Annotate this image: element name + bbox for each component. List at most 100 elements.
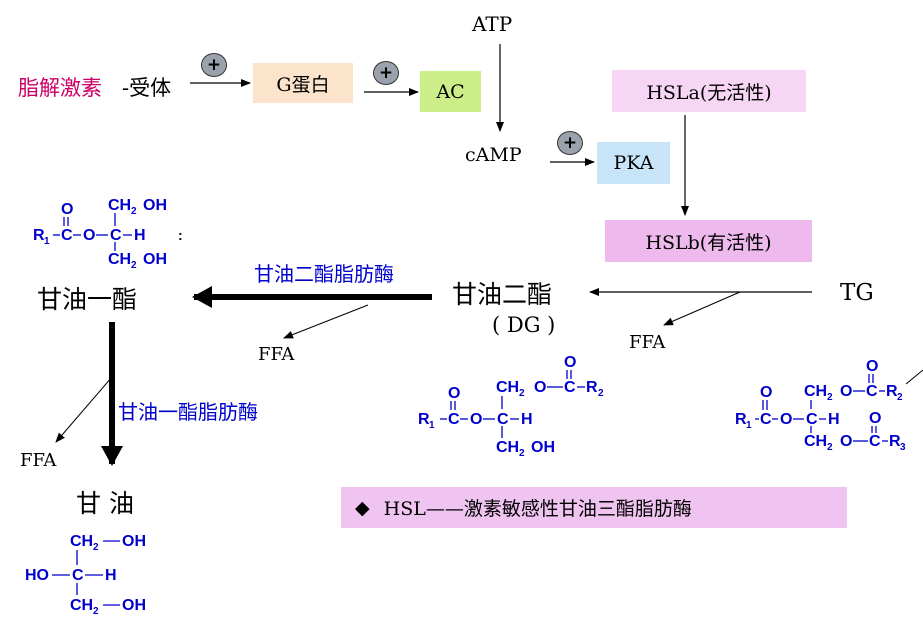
arrow-dg-to-ffa <box>283 304 369 339</box>
pka-label: PKA <box>613 152 654 174</box>
dg-eo1: O <box>470 411 482 428</box>
tg-central-c: C <box>806 411 818 428</box>
hsla-label: HSLa(无活性) <box>646 81 772 104</box>
gl-ch2-bottom-sub: 2 <box>93 606 99 617</box>
mg-ch2-top-sub: 2 <box>131 206 137 217</box>
tg-r2-sub: 2 <box>897 392 903 403</box>
dg-o1: O <box>448 385 460 402</box>
gl-ch2-top-sub: 2 <box>93 542 99 553</box>
dg-label: 甘油二酯 <box>452 280 553 309</box>
dg-c2: C <box>564 379 576 396</box>
gl-central-h: H <box>105 567 117 584</box>
dg-r1: R <box>418 411 430 428</box>
hslb-box: HSLb(有活性) <box>605 220 812 262</box>
dg-central-c: C <box>497 411 509 428</box>
dg-eo2: O <box>534 379 546 396</box>
tg-r2: R <box>886 383 898 400</box>
g-protein-box: G蛋白 <box>253 63 353 103</box>
tg-ch2-bottom: CH <box>804 433 827 450</box>
tg-o3: O <box>869 410 881 427</box>
plus-badge-1: + <box>201 53 227 77</box>
dg-r1-sub: 1 <box>429 420 435 431</box>
dg-r2-sub: 2 <box>598 388 604 399</box>
ffa-label-mg: FFA <box>20 450 57 471</box>
dg-o2: O <box>564 354 576 371</box>
hormone-label: 脂解激素 <box>18 76 102 100</box>
mg-colon-mark: : <box>178 227 183 243</box>
dg-oh: OH <box>531 439 555 456</box>
dg-ch2-top-sub: 2 <box>519 388 525 399</box>
tg-ch2-top: CH <box>804 383 827 400</box>
mg-carbonyl-o: O <box>61 201 73 218</box>
mg-ester-c: C <box>61 227 73 244</box>
ac-box: AC <box>420 71 481 112</box>
dg-lipase-label: 甘油二酯脂肪酶 <box>254 262 394 286</box>
mg-label: 甘油一酯 <box>37 285 138 314</box>
gl-central-c: C <box>72 567 84 584</box>
tg-o1: O <box>760 384 772 401</box>
tg-c1: C <box>760 411 772 428</box>
hsl-note-bullet: ◆ <box>355 496 370 519</box>
tg-ch2-top-sub: 2 <box>827 392 833 403</box>
gl-ch2-top: CH <box>70 533 93 550</box>
glycerol-label: 甘 油 <box>76 489 134 518</box>
plus-badge-2: + <box>373 61 399 85</box>
dg-c1: C <box>448 411 460 428</box>
mg-ch2-bottom: CH <box>108 251 131 268</box>
tg-o2: O <box>866 358 878 375</box>
gl-oh-bottom: OH <box>122 597 146 614</box>
triacylglycerol-structure: O R 1 C O C H CH 2 O O C R 2 CH 2 O O C … <box>735 358 906 453</box>
arrow-mg-to-ffa <box>55 376 113 443</box>
tg-c3: C <box>869 433 881 450</box>
tg-r1: R <box>735 411 747 428</box>
dg-central-h: H <box>521 411 533 428</box>
dg-ch2-bottom-sub: 2 <box>519 448 525 459</box>
tg-eo3: O <box>840 433 852 450</box>
tg-ch2-bottom-sub: 2 <box>827 442 833 453</box>
mg-central-h: H <box>134 227 146 244</box>
monoacylglycerol-structure: O R 1 C O C H CH 2 OH CH 2 OH : <box>33 197 183 271</box>
diacylglycerol-structure: O R 1 C O C H CH 2 O O C R 2 CH 2 OH <box>418 354 604 459</box>
hsl-note-box: ◆ HSL——激素敏感性甘油三酯脂肪酶 <box>341 487 847 528</box>
arrow-edge-pointer <box>905 369 923 385</box>
mg-r1-sub: 1 <box>44 236 50 247</box>
tg-r3: R <box>889 433 901 450</box>
tg-r3-sub: 3 <box>900 442 906 453</box>
g-protein-label: G蛋白 <box>276 73 330 96</box>
gl-ch2-bottom: CH <box>70 597 93 614</box>
camp-label: cAMP <box>465 144 522 166</box>
ffa-label-tg: FFA <box>629 332 666 353</box>
dg-r2: R <box>586 379 598 396</box>
plus-badge-3-label: + <box>562 132 578 153</box>
mg-oh-top: OH <box>143 197 167 214</box>
tg-r1-sub: 1 <box>746 420 752 431</box>
hsl-note-text: HSL——激素敏感性甘油三酯脂肪酶 <box>383 498 692 520</box>
plus-badge-2-label: + <box>378 62 394 83</box>
pka-box: PKA <box>597 142 670 184</box>
plus-badge-1-label: + <box>206 54 222 75</box>
mg-central-c: C <box>110 227 122 244</box>
gl-oh-top: OH <box>122 533 146 550</box>
mg-ester-o: O <box>83 227 95 244</box>
dg-abbr-label: ( DG ) <box>492 313 556 337</box>
tg-eo1: O <box>780 411 792 428</box>
dg-ch2-top: CH <box>496 379 519 396</box>
gl-ho: HO <box>25 567 49 584</box>
ffa-label-dg: FFA <box>258 344 295 365</box>
hsla-box: HSLa(无活性) <box>612 70 806 112</box>
mg-r1: R <box>33 227 45 244</box>
mg-ch2-bottom-sub: 2 <box>131 260 137 271</box>
tg-label: TG <box>840 280 874 306</box>
ac-label: AC <box>436 80 465 103</box>
receptor-label: -受体 <box>122 76 172 100</box>
tg-c2: C <box>866 383 878 400</box>
plus-badge-3: + <box>557 131 583 155</box>
mg-lipase-label: 甘油一酯脂肪酶 <box>118 400 258 424</box>
mg-ch2-top: CH <box>108 197 131 214</box>
tg-eo2: O <box>840 383 852 400</box>
arrow-tg-to-ffa <box>663 291 741 326</box>
mg-oh-bottom: OH <box>143 251 167 268</box>
